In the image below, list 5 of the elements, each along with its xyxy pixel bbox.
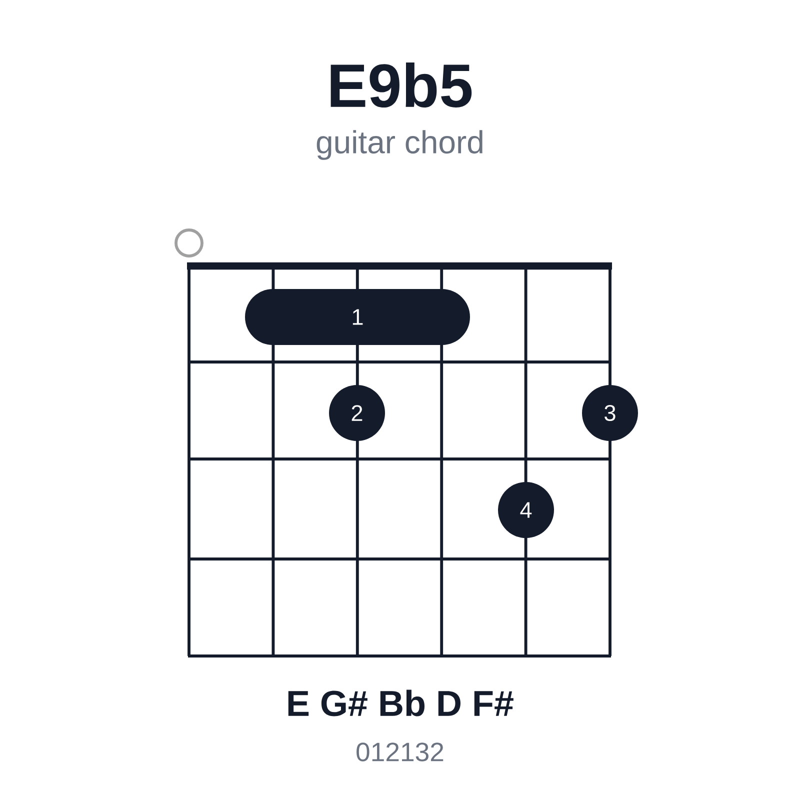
chord-notes: E G# Bb D F# <box>288 690 514 716</box>
open-string-circle <box>174 228 204 258</box>
subtitle: guitar chord <box>316 130 482 160</box>
fret-numbers: 012132 <box>356 742 444 762</box>
chord-title: E9b5 <box>330 62 472 108</box>
